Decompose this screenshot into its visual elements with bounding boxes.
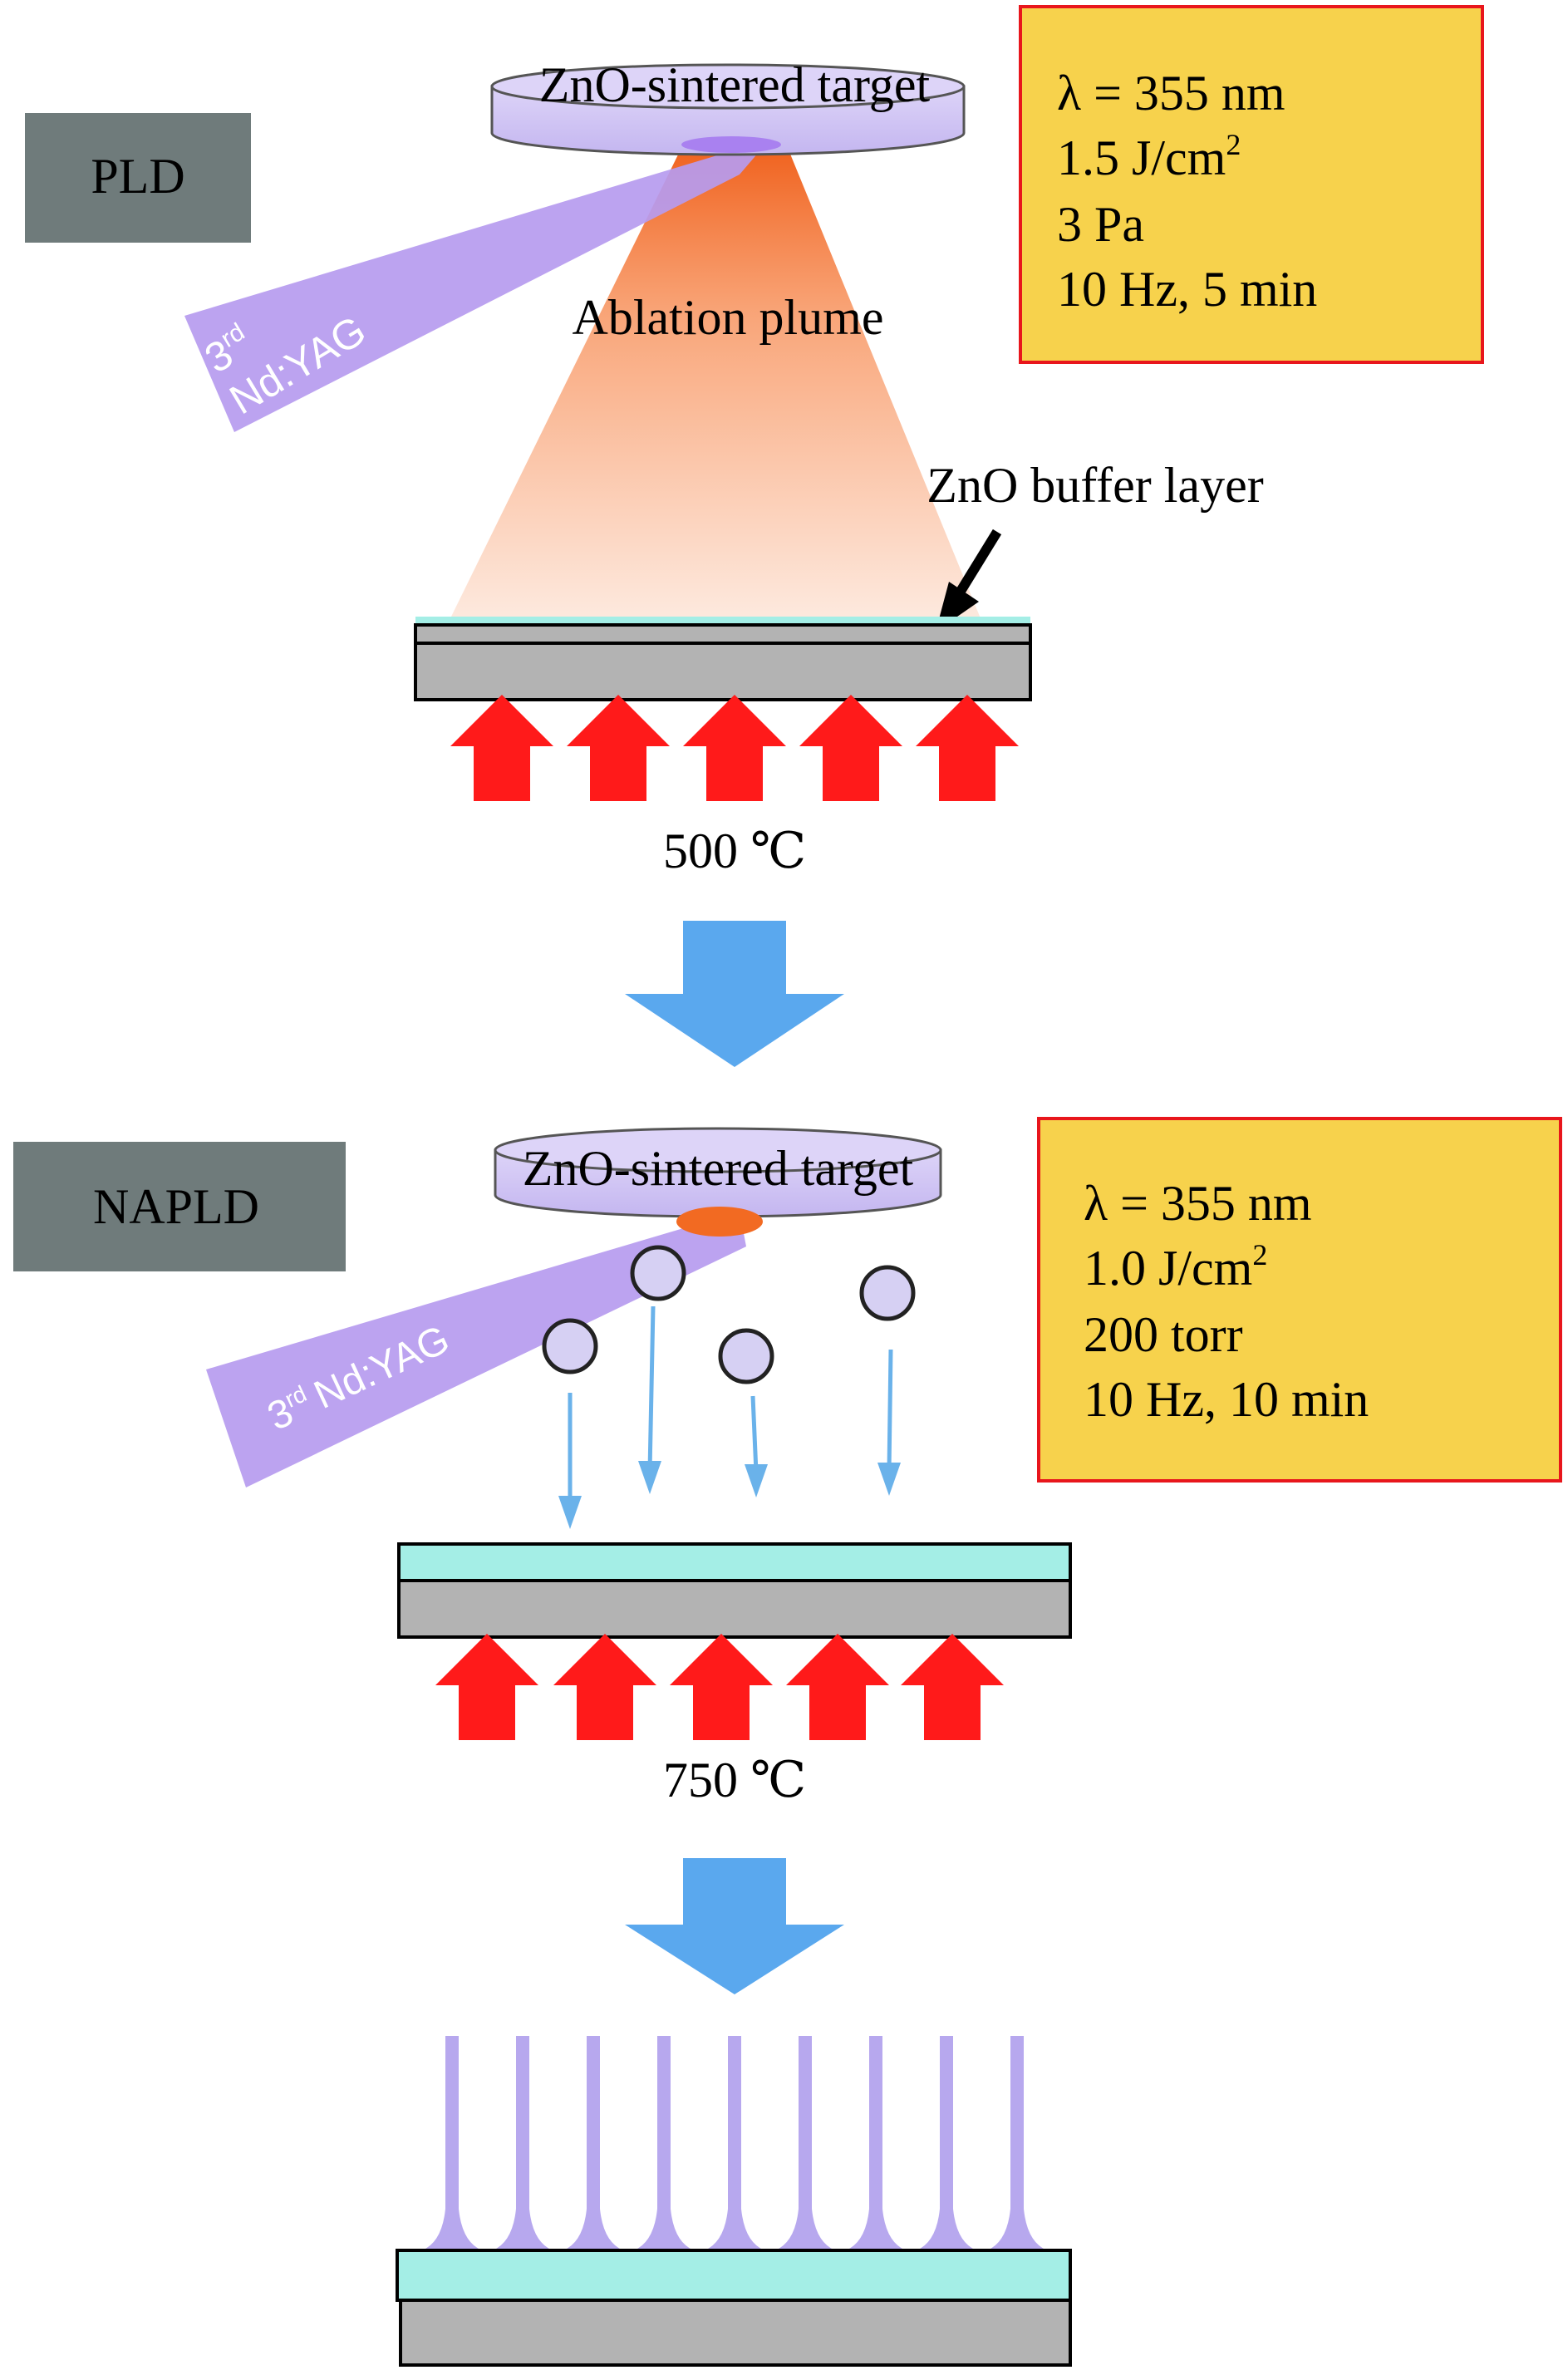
ablation-plume-label: Ablation plume xyxy=(573,290,884,345)
pld-heat-arrow xyxy=(567,695,670,801)
pld-param-pressure: 3 Pa xyxy=(1057,197,1144,252)
napld-param-fluence: 1.0 J/cm2 xyxy=(1084,1238,1267,1296)
napld-temperature: 750 ℃ xyxy=(663,1753,806,1807)
napld-heat-arrow xyxy=(670,1634,773,1740)
pld-param-fluence: 1.5 J/cm2 xyxy=(1057,128,1241,185)
nanowire xyxy=(846,2036,906,2250)
pld-heat-arrow xyxy=(916,695,1019,801)
napld-section: NAPLD 3rdNd:YAG ZnO-sintered target xyxy=(13,1117,1562,1807)
pld-substrate xyxy=(414,642,1032,701)
napld-heat-arrows xyxy=(435,1634,1004,1740)
result-substrate xyxy=(399,2299,1072,2367)
napld-target: ZnO-sintered target xyxy=(494,1127,942,1237)
pld-temperature: 500 ℃ xyxy=(663,824,806,878)
napld-particles xyxy=(542,1245,916,1384)
nanowire-array xyxy=(422,2036,1047,2250)
particle xyxy=(630,1245,686,1301)
napld-stage-label: NAPLD xyxy=(93,1179,259,1234)
pld-heat-arrow xyxy=(683,695,786,801)
nanowire xyxy=(634,2036,694,2250)
flow-arrow-down xyxy=(625,1858,844,1994)
napld-ablation-spot xyxy=(676,1207,763,1237)
pld-param-rate-time: 10 Hz, 5 min xyxy=(1057,262,1317,317)
pld-param-box: λ = 355 nm 1.5 J/cm2 3 Pa 10 Hz, 5 min xyxy=(1019,5,1484,364)
napld-heat-arrow xyxy=(435,1634,538,1740)
nanowire xyxy=(493,2036,553,2250)
napld-stage-box: NAPLD xyxy=(13,1142,346,1271)
nanowire xyxy=(917,2036,976,2250)
buffer-layer-label: ZnO buffer layer xyxy=(927,458,1263,513)
napld-laser-beam xyxy=(206,1212,746,1487)
nanowire xyxy=(563,2036,623,2250)
particle xyxy=(718,1328,774,1384)
pld-stage-label: PLD xyxy=(91,149,184,204)
pld-param-wavelength: λ = 355 nm xyxy=(1057,66,1285,120)
napld-heat-arrow xyxy=(786,1634,889,1740)
pld-buffer-layer xyxy=(415,617,1030,625)
pld-target: ZnO-sintered target xyxy=(490,57,966,156)
nanowire xyxy=(775,2036,835,2250)
ablation-plume xyxy=(450,148,981,618)
napld-param-box: λ = 355 nm 1.0 J/cm2 200 torr 10 Hz, 10 … xyxy=(1037,1117,1562,1483)
particle xyxy=(859,1265,916,1321)
pld-stage-box: PLD xyxy=(25,113,251,243)
nanowire xyxy=(422,2036,482,2250)
particle xyxy=(542,1318,598,1374)
napld-param-rate-time: 10 Hz, 10 min xyxy=(1084,1372,1369,1427)
pld-target-label: ZnO-sintered target xyxy=(539,57,931,112)
pld-section: PLD 3rd Nd:YAG ZnO-sintered target Ablat… xyxy=(25,5,1484,878)
napld-heat-arrow xyxy=(553,1634,656,1740)
pld-heat-arrow xyxy=(799,695,902,801)
pld-heat-arrow xyxy=(450,695,553,801)
napld-substrate xyxy=(397,1579,1072,1639)
napld-film-layer xyxy=(397,1542,1072,1582)
nanowire xyxy=(987,2036,1047,2250)
napld-param-wavelength: λ = 355 nm xyxy=(1084,1176,1312,1231)
napld-target-label: ZnO-sintered target xyxy=(523,1141,914,1196)
particle-fall-arrows xyxy=(558,1306,901,1529)
pld-heat-arrows xyxy=(450,695,1019,801)
nanowire-result xyxy=(396,2036,1072,2367)
pld-ablation-spot xyxy=(681,136,781,153)
pld-laser-beam xyxy=(184,140,769,432)
flow-arrow-down xyxy=(625,921,844,1067)
result-film-layer xyxy=(396,2249,1072,2302)
napld-param-pressure: 200 torr xyxy=(1084,1307,1243,1362)
nanowire xyxy=(705,2036,764,2250)
napld-heat-arrow xyxy=(901,1634,1004,1740)
